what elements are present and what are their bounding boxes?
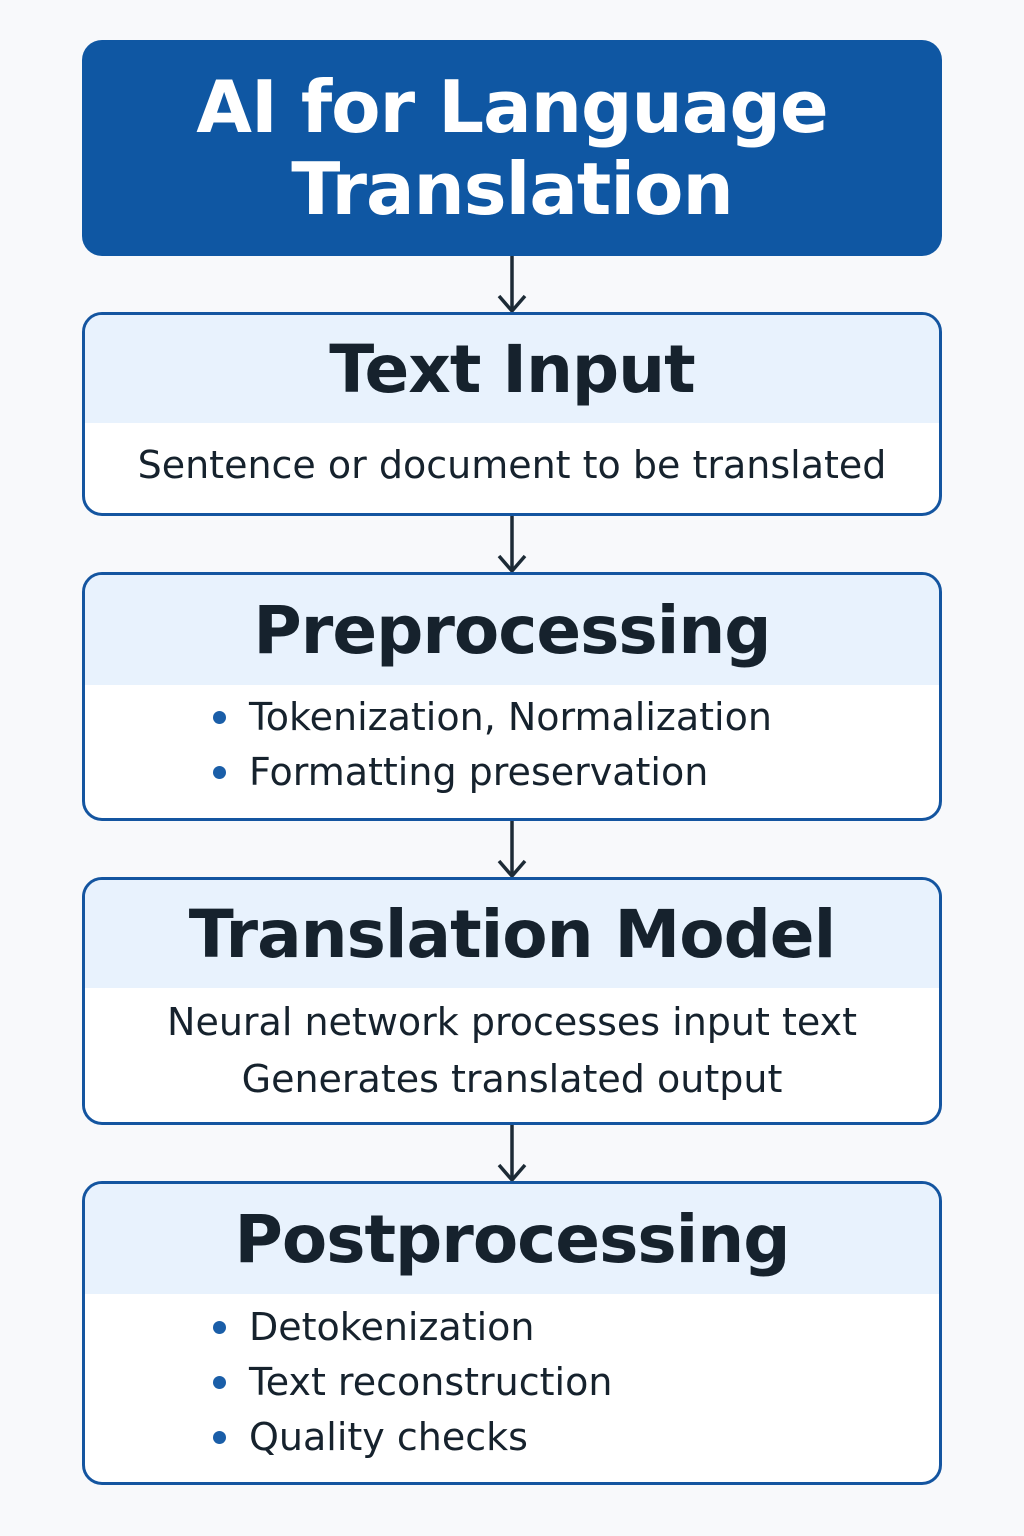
flow-arrow-1: [496, 256, 528, 314]
bullet-dot-icon: [213, 711, 226, 724]
step-title: Text Input: [329, 330, 695, 408]
step-text-input: Text Input Sentence or document to be tr…: [82, 312, 942, 516]
step-translation-model: Translation Model Neural network process…: [82, 877, 942, 1125]
flow-arrow-4: [496, 1125, 528, 1183]
bullet-dot-icon: [213, 1321, 226, 1334]
step-description: Neural network processes input text: [167, 1000, 857, 1044]
step-description: Sentence or document to be translated: [137, 443, 887, 487]
step-body: Detokenization Text reconstruction Quali…: [85, 1294, 939, 1465]
diagram-title: AI for Language Translation: [196, 65, 828, 231]
bullet-dot-icon: [213, 766, 226, 779]
step-header: Postprocessing: [85, 1184, 939, 1294]
step-body: Neural network processes input text Gene…: [85, 988, 939, 1108]
step-header: Preprocessing: [85, 575, 939, 685]
list-item: Tokenization, Normalization: [213, 690, 939, 745]
bullet-dot-icon: [213, 1376, 226, 1389]
step-body: Sentence or document to be translated: [85, 423, 939, 494]
list-item: Quality checks: [213, 1410, 939, 1465]
flow-arrow-3: [496, 821, 528, 879]
bullet-list: Detokenization Text reconstruction Quali…: [85, 1300, 939, 1465]
step-title: Postprocessing: [234, 1200, 791, 1278]
step-header: Translation Model: [85, 880, 939, 988]
step-body: Tokenization, Normalization Formatting p…: [85, 685, 939, 800]
list-item: Detokenization: [213, 1300, 939, 1355]
step-title: Translation Model: [188, 895, 836, 973]
step-postprocessing: Postprocessing Detokenization Text recon…: [82, 1181, 942, 1485]
bullet-dot-icon: [213, 1431, 226, 1444]
step-preprocessing: Preprocessing Tokenization, Normalizatio…: [82, 572, 942, 821]
flow-arrow-2: [496, 516, 528, 574]
list-item: Formatting preservation: [213, 745, 939, 800]
step-title: Preprocessing: [253, 591, 771, 669]
list-item: Text reconstruction: [213, 1355, 939, 1410]
diagram-title-box: AI for Language Translation: [82, 40, 942, 256]
step-header: Text Input: [85, 315, 939, 423]
step-description: Generates translated output: [241, 1057, 783, 1101]
bullet-list: Tokenization, Normalization Formatting p…: [85, 690, 939, 800]
